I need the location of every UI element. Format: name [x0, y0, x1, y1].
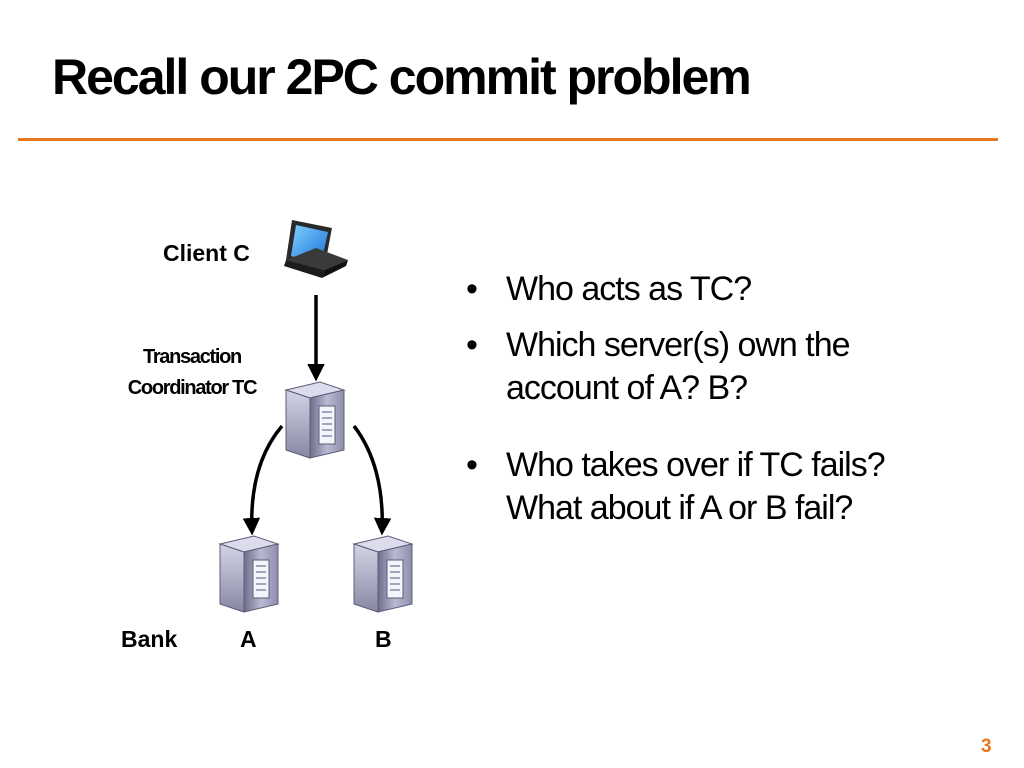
tc-label: Transaction Coordinator TC [112, 342, 272, 404]
bullet-text: Who takes over if TC fails? [506, 446, 886, 484]
tc-label-line2: Coordinator TC [127, 377, 258, 399]
bullet-dot-icon: • [466, 326, 478, 364]
bullet-text: What about if A or B fail? [506, 489, 853, 527]
bullet-text: Who acts as TC? [506, 270, 752, 308]
tc-server-icon [285, 381, 345, 459]
server-a-label: A [240, 626, 257, 652]
server-b-label: B [375, 626, 392, 652]
bullet-dot-icon: • [466, 446, 478, 484]
page-number: 3 [981, 736, 992, 757]
slide-title: Recall our 2PC commit problem [52, 49, 752, 105]
bullet-item: • Which server(s) own the account of A? … [466, 324, 986, 410]
tc-to-b-arrow [352, 424, 392, 536]
client-label: Client C [163, 240, 250, 266]
laptop-icon [284, 220, 348, 278]
bullet-dot-icon: • [466, 270, 478, 308]
tc-to-a-arrow [242, 424, 284, 536]
bank-label: Bank [121, 626, 178, 652]
bullet-item: • Who takes over if TC fails? What about… [466, 444, 986, 530]
title-divider [18, 138, 998, 141]
bullet-item: • Who acts as TC? [466, 268, 986, 311]
tc-label-line1: Transaction [143, 346, 242, 368]
bank-a-server-icon [219, 535, 279, 613]
bullet-list: • Who acts as TC? • Which server(s) own … [466, 268, 986, 543]
bullet-text: account of A? B? [506, 369, 748, 407]
bullet-text: Which server(s) own the [506, 326, 851, 364]
bank-b-server-icon [353, 535, 413, 613]
